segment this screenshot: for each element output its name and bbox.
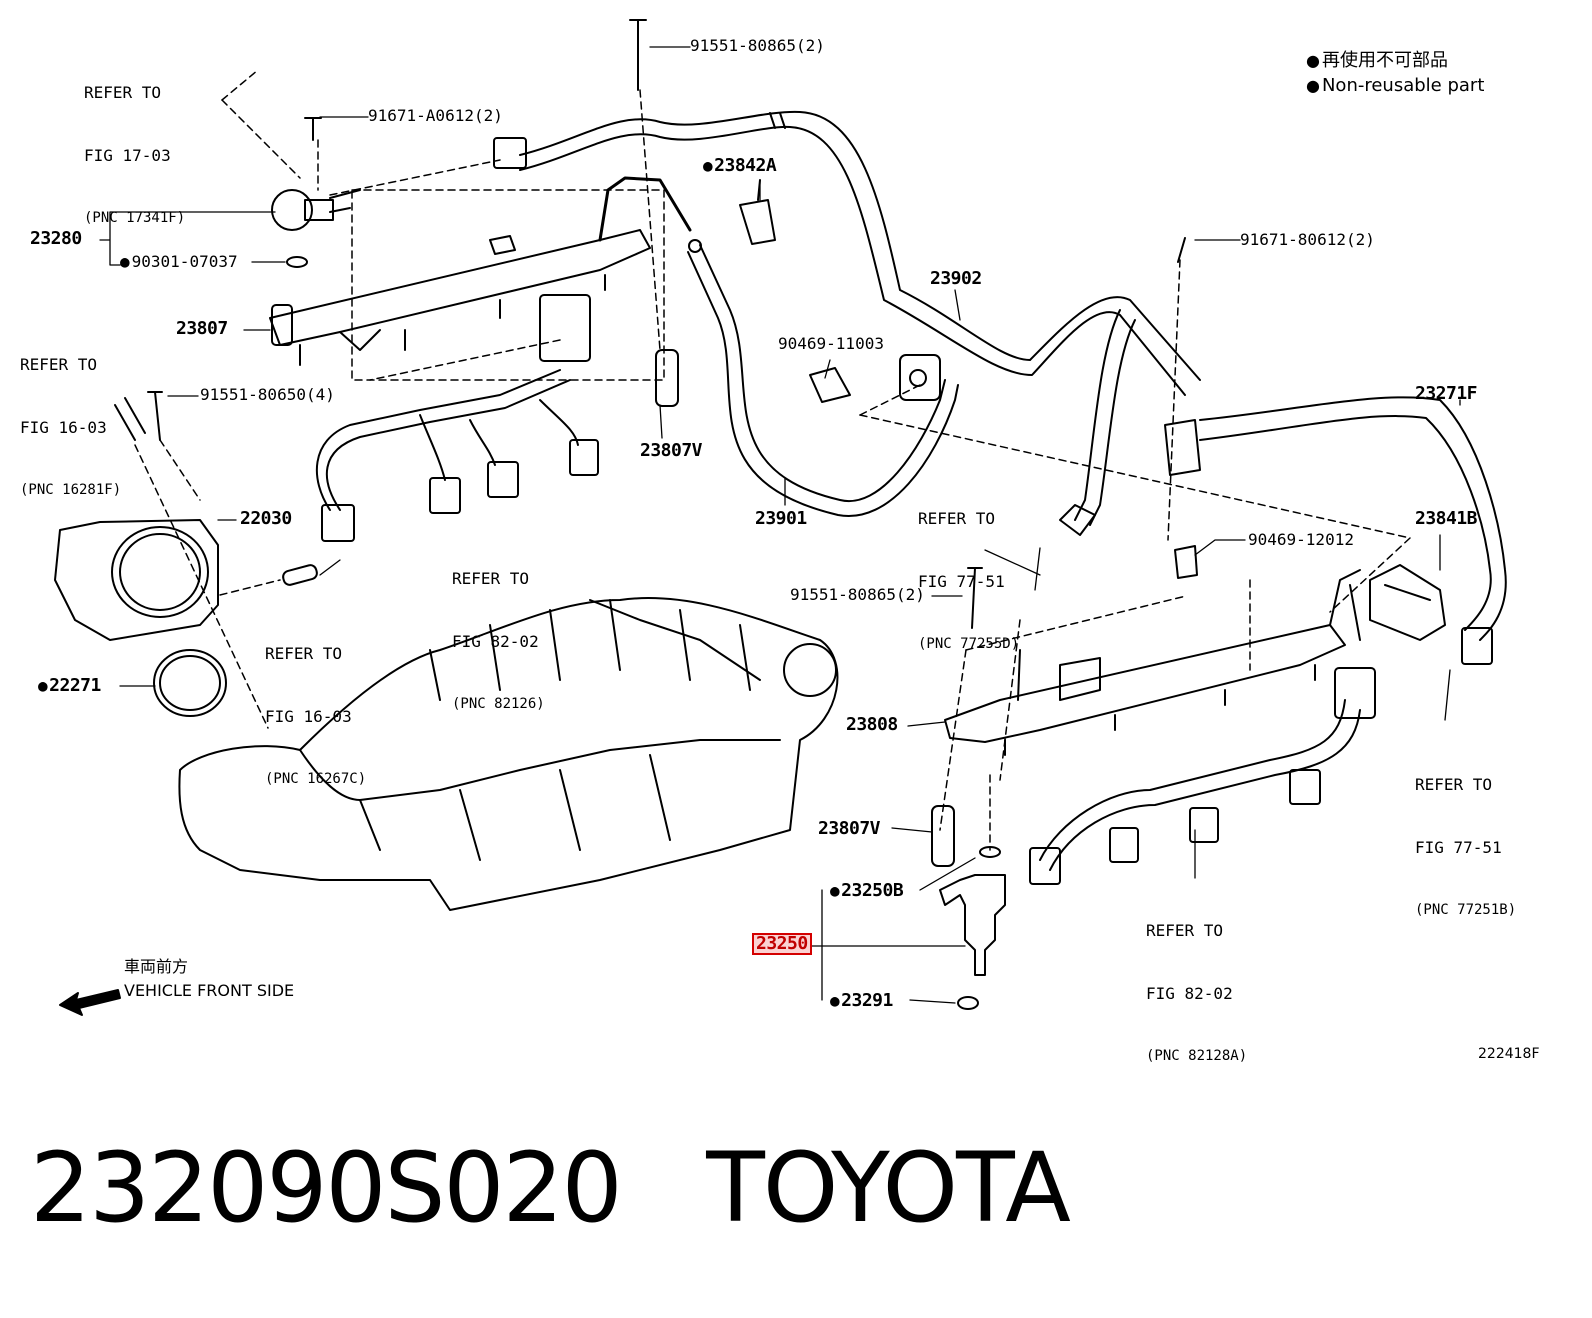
part-label-91551-80865-top[interactable]: 91551-80865(2) — [690, 36, 825, 55]
wire-harness-lower — [1029, 667, 1376, 885]
refer-line: FIG 16-03 — [265, 707, 352, 726]
vehicle-front-arrow — [59, 989, 121, 1016]
refer-line: REFER TO — [1146, 921, 1224, 940]
vehicle-front-label: 車両前方 VEHICLE FRONT SIDE — [124, 955, 294, 1003]
legend-jp: 再使用不可部品 — [1321, 50, 1448, 71]
injector-assembly — [931, 805, 1006, 1010]
part-label-90301-07037[interactable]: 90301-07037 — [120, 254, 238, 270]
refer-line: FIG 82-02 — [452, 632, 539, 651]
refer-line: REFER TO — [20, 355, 98, 374]
clip-23842A — [739, 179, 776, 245]
part-label-23807V-lower[interactable]: 23807V — [818, 818, 881, 839]
legend: 再使用不可部品 Non-reusable part — [1306, 48, 1484, 98]
legend-en: Non-reusable part — [1321, 75, 1485, 96]
refer-fig-16-03-a[interactable]: REFER TO FIG 16-03 (PNC 16281F) — [20, 312, 121, 522]
valve-23841B — [1369, 564, 1446, 641]
part-label-23271F[interactable]: 23271F — [1415, 383, 1478, 404]
throttle-body-22030 — [54, 397, 318, 641]
part-label-23808[interactable]: 23808 — [846, 714, 898, 735]
wire-harness-upper — [316, 369, 599, 542]
caption-brand: TOYOTA — [706, 1132, 1071, 1244]
refer-pnc: (PNC 16267C) — [265, 771, 367, 787]
refer-line: REFER TO — [452, 569, 530, 588]
front-en: VEHICLE FRONT SIDE — [124, 981, 295, 1000]
figure-id: 222418F — [1478, 1046, 1540, 1062]
refer-pnc: (PNC 82126) — [452, 696, 545, 712]
refer-line: REFER TO — [1415, 775, 1493, 794]
bolts — [147, 19, 1186, 629]
refer-fig-82-02-a[interactable]: REFER TO FIG 82-02 (PNC 82126) — [452, 526, 545, 736]
refer-line: FIG 77-51 — [1415, 838, 1502, 857]
part-label-23250-highlighted[interactable]: 23250 — [752, 933, 812, 955]
refer-line: FIG 17-03 — [84, 146, 171, 165]
part-label-23807V-upper[interactable]: 23807V — [640, 440, 703, 461]
front-jp: 車両前方 — [124, 957, 189, 976]
refer-line: FIG 82-02 — [1146, 984, 1233, 1003]
caption-part-number: 232090S020 — [30, 1132, 623, 1244]
refer-pnc: (PNC 17341F) — [84, 210, 186, 226]
part-label-23250B[interactable]: 23250B — [830, 882, 904, 900]
refer-fig-17-03[interactable]: REFER TO FIG 17-03 (PNC 17341F) — [84, 40, 185, 250]
part-label-23807[interactable]: 23807 — [176, 318, 228, 339]
refer-pnc: (PNC 82128A) — [1146, 1048, 1248, 1064]
refer-pnc: (PNC 77255D) — [918, 636, 1020, 652]
leader-lines — [99, 46, 1461, 1004]
fuel-hose-23902 — [493, 110, 1201, 396]
part-label-23291[interactable]: 23291 — [830, 992, 893, 1010]
refer-fig-82-02-b[interactable]: REFER TO FIG 82-02 (PNC 82128A) — [1146, 878, 1247, 1088]
refer-fig-16-03-b[interactable]: REFER TO FIG 16-03 (PNC 16267C) — [265, 601, 366, 811]
refer-pnc: (PNC 16281F) — [20, 482, 122, 498]
part-label-22030[interactable]: 22030 — [240, 508, 292, 529]
refer-pnc: (PNC 77251B) — [1415, 902, 1517, 918]
part-label-23842A[interactable]: 23842A — [703, 157, 777, 175]
part-label-23901[interactable]: 23901 — [755, 508, 807, 529]
refer-line: REFER TO — [918, 509, 996, 528]
part-label-23902[interactable]: 23902 — [930, 268, 982, 289]
fuel-hose-23901 — [687, 239, 959, 518]
refer-line: FIG 77-51 — [918, 572, 1005, 591]
damper-23807V-upper — [655, 349, 679, 407]
intake-manifold — [178, 597, 839, 911]
part-label-91551-80865-mid[interactable]: 91551-80865(2) — [790, 585, 925, 604]
fuel-rail-upper — [269, 176, 692, 366]
refer-line: FIG 16-03 — [20, 418, 107, 437]
caption: 232090S020 TOYOTA — [30, 1140, 1071, 1236]
refer-fig-77-51-b[interactable]: REFER TO FIG 77-51 (PNC 77251B) — [1415, 732, 1516, 942]
part-label-90469-12012[interactable]: 90469-12012 — [1248, 530, 1354, 549]
refer-fig-77-51-a[interactable]: REFER TO FIG 77-51 (PNC 77255D) — [918, 466, 1019, 676]
part-label-22271[interactable]: 22271 — [38, 677, 101, 695]
fuel-rail-lower — [944, 569, 1361, 756]
part-label-91551-80650[interactable]: 91551-80650(4) — [200, 385, 335, 404]
part-label-91671-80612[interactable]: 91671-80612(2) — [1240, 230, 1375, 249]
pressure-sensor-23280 — [271, 117, 361, 268]
gasket-22271 — [153, 649, 227, 717]
part-label-23280[interactable]: 23280 — [30, 228, 82, 249]
guide-lines — [134, 69, 1411, 851]
part-label-90469-11003[interactable]: 90469-11003 — [778, 334, 884, 353]
refer-line: REFER TO — [265, 644, 343, 663]
refer-line: REFER TO — [84, 83, 162, 102]
part-label-91671-A0612[interactable]: 91671-A0612(2) — [368, 106, 503, 125]
part-label-23841B[interactable]: 23841B — [1415, 508, 1478, 529]
fuel-hose-23271F — [1059, 309, 1507, 665]
